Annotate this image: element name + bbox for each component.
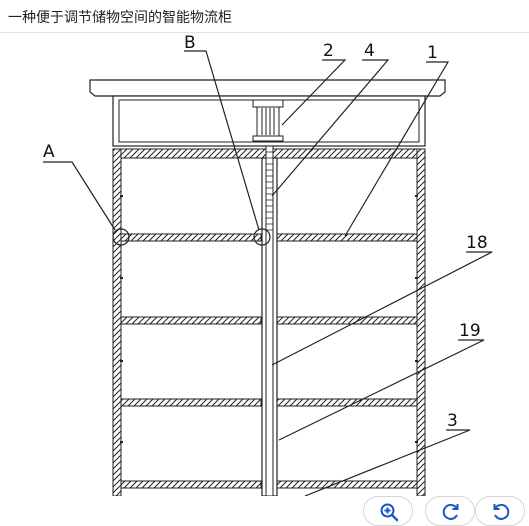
callout-3: 3	[447, 411, 458, 431]
detail-circle-a	[112, 228, 130, 246]
shelf-left-1	[120, 233, 262, 242]
page-title: 一种便于调节储物空间的智能物流柜	[8, 10, 232, 26]
left-wall	[112, 148, 122, 496]
lead-screw	[265, 145, 274, 496]
callout-a: A	[43, 142, 55, 162]
patent-drawing: A B 2 4 1 18 19 3	[43, 33, 493, 496]
shelves	[120, 233, 418, 489]
right-wall	[416, 148, 426, 496]
callout-4: 4	[364, 41, 375, 61]
rotate-counterclockwise-button[interactable]	[475, 496, 525, 526]
rotate-counterclockwise-icon	[493, 503, 510, 520]
screw-thread	[266, 151, 273, 231]
rotate-clockwise-button[interactable]	[425, 496, 475, 526]
top-plate	[89, 79, 446, 97]
shelf-left-4	[120, 480, 262, 489]
callout-1: 1	[427, 43, 438, 63]
shelf-right-4	[276, 480, 418, 489]
shelf-right-2	[276, 316, 418, 325]
shelf-right-1	[276, 233, 418, 242]
shelf-left-2	[120, 316, 262, 325]
zoom-in-icon	[380, 503, 399, 522]
callout-19: 19	[459, 321, 481, 341]
title-bar: 一种便于调节储物空间的智能物流柜	[0, 0, 529, 33]
detail-circle-b	[253, 228, 271, 246]
zoom-in-button[interactable]	[363, 496, 413, 526]
callout-2: 2	[323, 41, 334, 61]
wall-notches	[120, 195, 418, 443]
rotate-clockwise-icon	[442, 503, 459, 520]
motor	[252, 99, 284, 142]
shelf-left-3	[120, 398, 262, 407]
callout-b: B	[184, 33, 196, 53]
leader-lines	[43, 50, 493, 496]
shelf-right-3	[276, 398, 418, 407]
callout-18: 18	[466, 233, 488, 253]
